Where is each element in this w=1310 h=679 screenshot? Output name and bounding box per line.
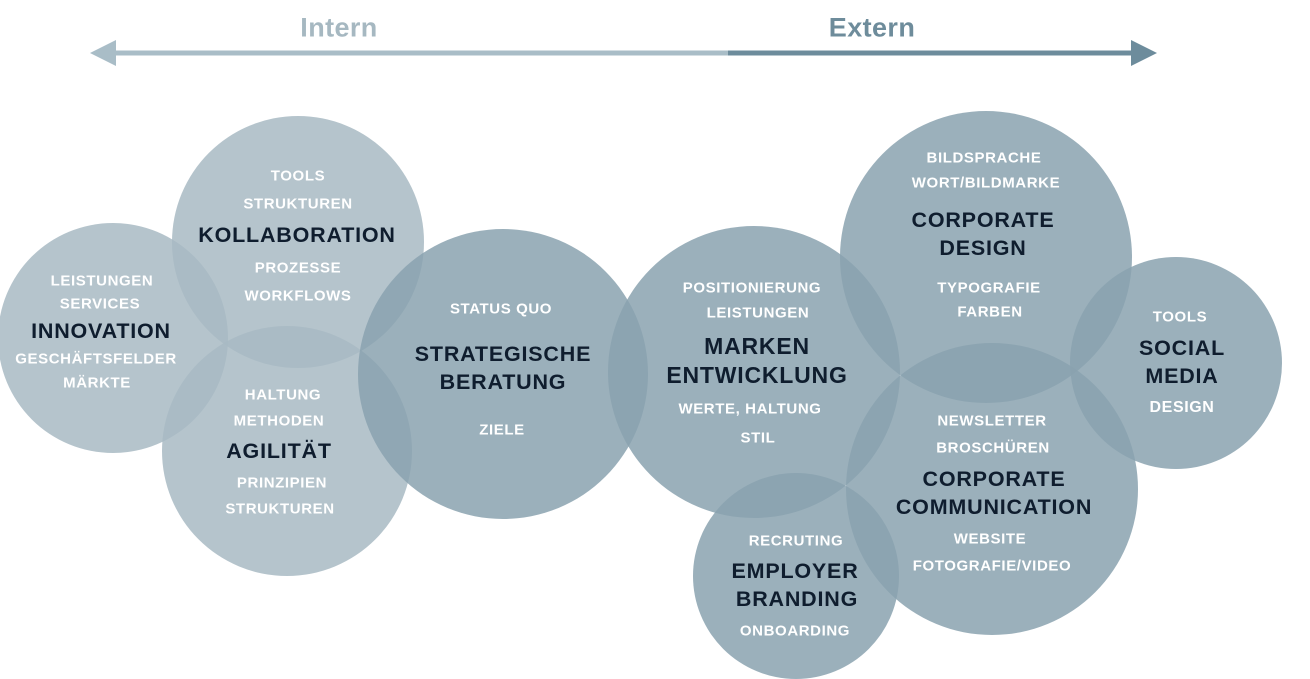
corporate-communication-keyword: NEWSLETTER	[937, 412, 1047, 430]
circle-kollaboration	[172, 116, 424, 368]
corporate-design-title-line: CORPORATE	[911, 208, 1055, 232]
corporate-communication-title-line: COMMUNICATION	[895, 495, 1093, 519]
corporate-communication-keyword: FOTOGRAFIE/VIDEO	[912, 557, 1072, 575]
kollaboration-keyword: WORKFLOWS	[244, 287, 352, 305]
social-media-keyword: TOOLS	[1152, 308, 1208, 326]
kollaboration-keyword: PROZESSE	[254, 259, 342, 277]
corporate-design-keyword: WORT/BILDMARKE	[911, 174, 1061, 192]
circle-employer-branding	[693, 473, 899, 679]
agilitaet-keyword: STRUKTUREN	[225, 500, 335, 518]
circle-social-media	[1070, 257, 1282, 469]
employer-branding-keyword: RECRUTING	[748, 532, 844, 550]
agilitaet-title: AGILITÄT	[226, 439, 332, 463]
corporate-communication-keyword: WEBSITE	[953, 530, 1027, 548]
strategische-beratung-title-line: STRATEGISCHE	[414, 342, 592, 366]
circle-markenentwicklung	[608, 226, 900, 518]
circle-strategische-beratung	[358, 229, 648, 519]
agilitaet-keyword: METHODEN	[233, 412, 325, 430]
strategische-beratung-title-line: BERATUNG	[439, 370, 567, 394]
corporate-design-keyword: TYPOGRAFIE	[937, 279, 1041, 297]
circle-agilitaet	[162, 326, 412, 576]
markenentwicklung-keyword: WERTE, HALTUNG	[678, 400, 822, 418]
intern-label: Intern	[300, 12, 378, 43]
corporate-communication-title-line: CORPORATE	[922, 467, 1066, 491]
markenentwicklung-keyword: LEISTUNGEN	[706, 304, 810, 322]
kollaboration-keyword: STRUKTUREN	[243, 195, 353, 213]
markenentwicklung-keyword: POSITIONIERUNG	[682, 279, 822, 297]
innovation-keyword: LEISTUNGEN	[50, 272, 154, 290]
agilitaet-keyword: HALTUNG	[244, 386, 322, 404]
circle-corporate-design	[840, 111, 1132, 403]
strategische-beratung-keyword: STATUS QUO	[449, 300, 553, 318]
corporate-communication-keyword: BROSCHÜREN	[936, 439, 1050, 457]
circles	[0, 111, 1282, 679]
intern-extern-arrow	[90, 40, 1157, 66]
kollaboration-title: KOLLABORATION	[198, 223, 396, 247]
social-media-title-line: MEDIA	[1145, 364, 1219, 388]
innovation-keyword: MÄRKTE	[63, 374, 131, 392]
agilitaet-keyword: PRINZIPIEN	[236, 474, 328, 492]
markenentwicklung-title-line: MARKEN	[704, 333, 810, 359]
corporate-design-keyword: FARBEN	[957, 303, 1023, 321]
circle-innovation	[0, 223, 228, 453]
employer-branding-title-line: BRANDING	[735, 587, 859, 611]
innovation-keyword: SERVICES	[59, 295, 141, 313]
corporate-design-title-line: DESIGN	[939, 236, 1027, 260]
social-media-title-line: SOCIAL	[1138, 336, 1226, 360]
markenentwicklung-keyword: STIL	[740, 429, 776, 447]
extern-label: Extern	[828, 12, 916, 43]
arrow-head-right	[1131, 40, 1157, 66]
corporate-design-keyword: BILDSPRACHE	[926, 149, 1042, 167]
circle-corporate-communication	[846, 343, 1138, 635]
strategische-beratung-keyword: ZIELE	[479, 421, 525, 439]
employer-branding-title-line: EMPLOYER	[731, 559, 859, 583]
kollaboration-keyword: TOOLS	[270, 167, 326, 185]
employer-branding-keyword: ONBOARDING	[739, 622, 851, 640]
social-media-keyword: DESIGN	[1149, 399, 1215, 416]
markenentwicklung-title-line: ENTWICKLUNG	[666, 362, 848, 388]
arrow-head-left	[90, 40, 116, 66]
innovation-keyword: GESCHÄFTSFELDER	[15, 350, 177, 368]
innovation-title: INNOVATION	[31, 319, 171, 343]
